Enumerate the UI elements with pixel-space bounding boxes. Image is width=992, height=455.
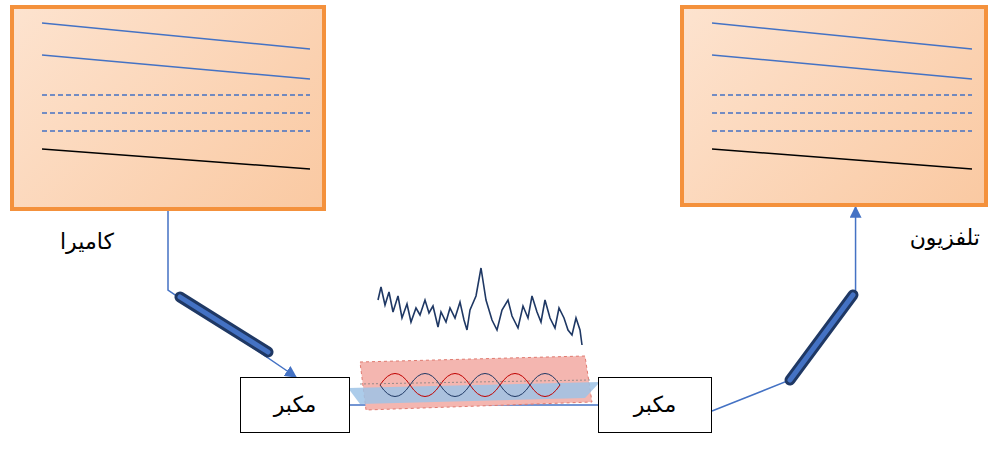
device-label: تلفزيون: [910, 225, 980, 251]
screen-frame: تلفزيون: [680, 5, 988, 207]
amplifier-box: مكبر: [240, 377, 350, 433]
signal-connector: [712, 207, 856, 411]
cable-illustration: [348, 356, 600, 410]
screen-lines: [684, 9, 984, 203]
amplifier-label: مكبر: [634, 392, 677, 418]
device-label: كاميرا: [60, 229, 114, 255]
signal-connector: [168, 211, 296, 377]
waveform-scribble: [378, 268, 582, 345]
screen-lines: [14, 9, 322, 207]
screen-frame: كاميرا: [10, 5, 326, 211]
amplifier-label: مكبر: [274, 392, 317, 418]
amplifier-box: مكبر: [598, 377, 712, 433]
cable-plug: [180, 295, 853, 380]
